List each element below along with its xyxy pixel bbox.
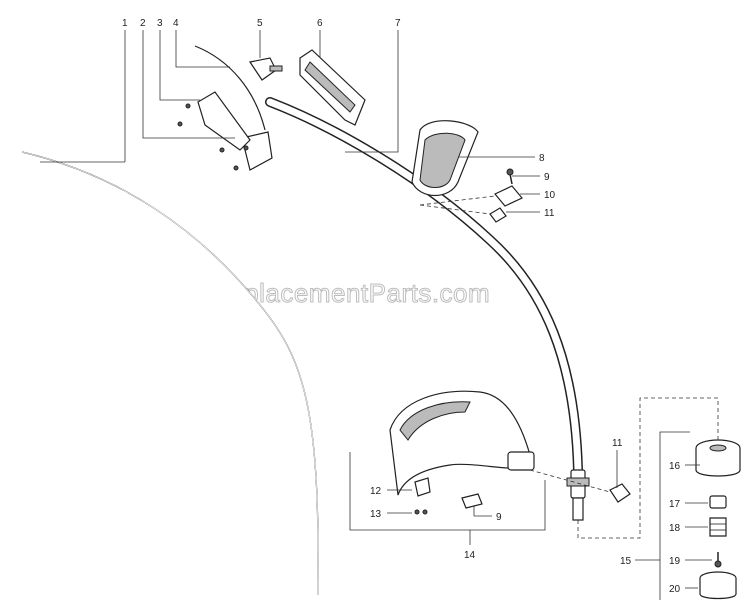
callout-19: 19 bbox=[669, 556, 681, 567]
part-11-nut-bottom[interactable] bbox=[609, 483, 631, 503]
callout-15: 15 bbox=[620, 556, 632, 567]
callout-18: 18 bbox=[669, 523, 681, 534]
part-1-drive-cable[interactable] bbox=[21, 151, 319, 596]
callout-12: 12 bbox=[370, 486, 382, 497]
callout-1: 1 bbox=[122, 18, 128, 29]
part-16-spool-housing[interactable] bbox=[695, 439, 741, 477]
part-9-screw-top[interactable] bbox=[506, 168, 514, 185]
callout-13: 13 bbox=[370, 509, 382, 520]
callout-16: 16 bbox=[669, 461, 681, 472]
part-19-eyelet[interactable] bbox=[714, 552, 722, 568]
callout-3: 3 bbox=[157, 18, 163, 29]
callout-9-bottom: 9 bbox=[496, 512, 502, 523]
callout-7: 7 bbox=[395, 18, 401, 29]
callout-8: 8 bbox=[539, 153, 545, 164]
leader-lines bbox=[40, 30, 719, 600]
part-4-throttle-cable[interactable] bbox=[194, 45, 266, 131]
part-13-screws[interactable] bbox=[414, 509, 428, 515]
part-17-nut[interactable] bbox=[709, 495, 727, 509]
callout-10: 10 bbox=[544, 190, 556, 201]
callout-11-bottom: 11 bbox=[612, 438, 623, 449]
part-11-nut-top[interactable] bbox=[489, 207, 507, 223]
callout-2: 2 bbox=[140, 18, 146, 29]
part-20-spool-knob[interactable] bbox=[699, 571, 737, 600]
callout-9-top: 9 bbox=[544, 172, 550, 183]
callout-5: 5 bbox=[257, 18, 263, 29]
callout-labels: 1 2 3 4 5 6 7 8 9 10 11 11 12 13 9 14 15… bbox=[122, 18, 681, 595]
part-14-guard[interactable] bbox=[389, 390, 535, 496]
part-7-shaft-tube[interactable] bbox=[265, 97, 590, 521]
part-9-screw-bottom[interactable] bbox=[461, 493, 483, 509]
callout-17: 17 bbox=[669, 499, 681, 510]
callout-11-top: 11 bbox=[544, 208, 555, 219]
callout-20: 20 bbox=[669, 584, 681, 595]
part-12-blade[interactable] bbox=[414, 477, 431, 497]
callout-6: 6 bbox=[317, 18, 323, 29]
part-8-assist-handle[interactable] bbox=[411, 120, 479, 196]
callout-4: 4 bbox=[173, 18, 179, 29]
part-3-housing[interactable] bbox=[177, 91, 251, 153]
callout-14: 14 bbox=[464, 550, 476, 561]
part-6-handle-bracket[interactable] bbox=[299, 49, 366, 126]
part-2-housing[interactable] bbox=[233, 131, 273, 171]
part-10-clamp[interactable] bbox=[494, 185, 523, 207]
part-18-spring[interactable] bbox=[709, 517, 727, 537]
part-5-trigger[interactable] bbox=[249, 57, 283, 81]
